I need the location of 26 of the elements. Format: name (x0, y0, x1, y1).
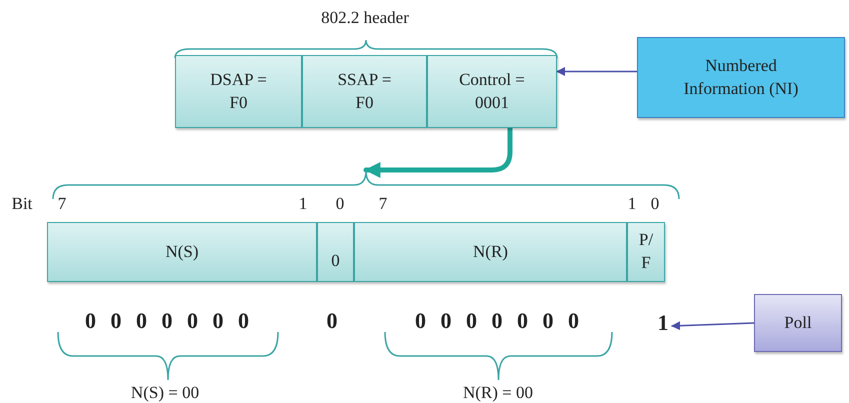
bit-value: 1 (654, 308, 672, 338)
label-text: Bit (12, 194, 32, 214)
field-cell: DSAP = F0 (175, 55, 302, 128)
field-cell: P/ F (627, 222, 665, 282)
label-text: 7 (378, 194, 388, 214)
label-text: N(R) = 00 (462, 383, 534, 403)
label-text: 7 (58, 194, 66, 214)
bit-values: 0 (326, 308, 338, 334)
arrow (556, 67, 638, 76)
callout-box: Numbered Information (NI) (637, 37, 845, 118)
field-cell: N(S) (47, 222, 317, 282)
field-cell: SSAP = F0 (302, 55, 427, 128)
label-text: N(S) = 00 (130, 383, 200, 403)
bit-values: 0 0 0 0 0 0 0 (85, 308, 249, 334)
bit-values: 0 0 0 0 0 0 0 (415, 308, 579, 334)
arrow (671, 321, 755, 330)
callout-box: Poll (754, 294, 842, 352)
arrow (364, 126, 512, 178)
field-cell: 0 (317, 222, 354, 282)
label-text: 0 (650, 194, 660, 214)
label-text: 802.2 header (321, 8, 409, 28)
label-text: 1 (298, 194, 308, 214)
field-cell: N(R) (354, 222, 627, 282)
field-cell: Control = 0001 (427, 55, 557, 128)
label-text: 1 (628, 194, 636, 214)
label-text: 0 (336, 194, 344, 214)
